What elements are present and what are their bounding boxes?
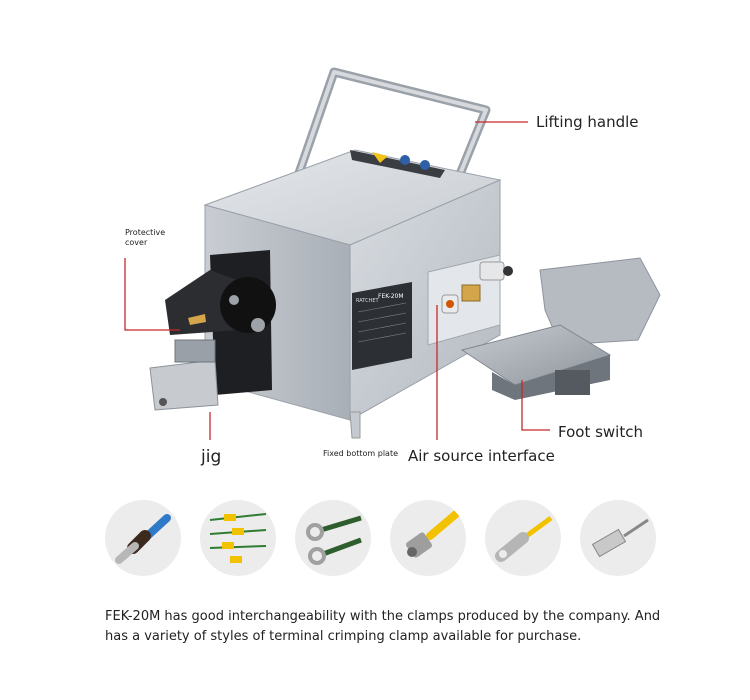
air-source-fittings [427, 254, 513, 346]
callout-lifting-handle: Lifting handle [536, 113, 639, 131]
callout-lines [124, 121, 550, 440]
callout-protective-cover: Protective cover [125, 228, 166, 247]
nameplate-brand: RATCHET [356, 298, 379, 304]
machine-nameplate: RATCHET FEK-20M [352, 282, 412, 370]
coaxial-connector-icon [406, 510, 460, 558]
insulated-terminals-icon [209, 513, 267, 563]
callout-foot-switch: Foot switch [558, 423, 643, 441]
ring-terminals-icon [306, 515, 362, 565]
nameplate-model: FEK-20M [378, 293, 404, 300]
thumb-coaxial-connector [390, 500, 466, 576]
crimping-machine-illustration: RATCHET FEK-20M [124, 67, 661, 440]
thumb-ring-terminals [295, 500, 371, 576]
product-caption: FEK-20M has good interchangeability with… [105, 609, 661, 644]
callout-air-source-interface: Air source interface [408, 447, 555, 465]
thumb-wire-ferrule [105, 500, 181, 576]
flag-terminal-icon [591, 518, 649, 558]
callout-fixed-bottom-plate: Fixed bottom plate [323, 449, 399, 458]
thumb-insulated-terminals [200, 500, 276, 576]
wire-ferrule-icon [115, 514, 171, 564]
terminal-type-gallery [105, 500, 656, 578]
thumb-ring-lug [485, 500, 561, 576]
crimping-jig [149, 250, 276, 411]
ring-lug-icon [495, 515, 553, 562]
callout-jig: jig [201, 447, 222, 467]
thumb-flag-terminal [580, 500, 656, 576]
